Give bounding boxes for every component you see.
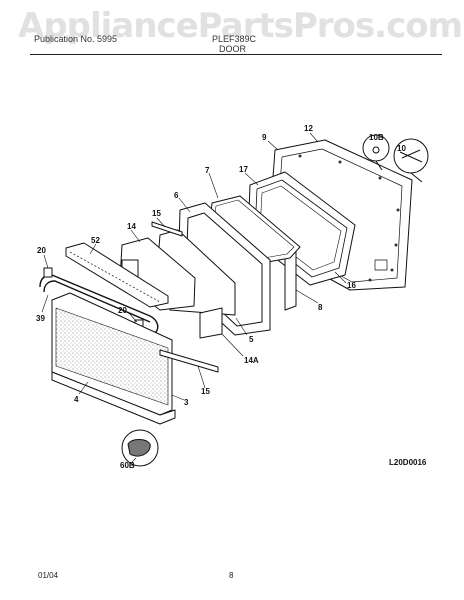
callout-20-bottom: 20 [118,306,127,315]
callout-14A: 14A [244,356,259,365]
callout-20-top: 20 [37,246,46,255]
strip-part-15 [159,349,219,373]
door-handle-part-39 [39,274,159,334]
strip-part-15-top [151,221,183,237]
nut-icon [372,146,380,154]
model-number: PLEF389C [212,34,257,44]
callout-3: 3 [184,398,189,407]
callout-9: 9 [262,133,267,142]
callout-10B: 10B [369,133,384,142]
callout-6: 6 [174,191,179,200]
insulation-part-8 [284,250,297,311]
callout-14: 14 [127,222,136,231]
header-rule [30,54,442,55]
diagram-code: L20D0016 [389,458,427,467]
callout-10: 10 [397,144,406,153]
callout-7: 7 [205,166,210,175]
callout-15-bottom: 15 [201,387,210,396]
callout-39: 39 [36,314,45,323]
callout-52: 52 [91,236,100,245]
callout-12: 12 [304,124,313,133]
callout-4: 4 [74,395,79,404]
publication-number: Publication No. 5995 [34,34,118,44]
callout-17: 17 [239,165,248,174]
door-trim-part-3 [51,371,176,425]
callout-16: 16 [347,281,356,290]
handle-bracket-part-20 [43,267,53,278]
callout-15-top: 15 [152,209,161,218]
vent-trim-part-52 [65,242,169,308]
screw-head-icon [127,439,151,457]
callout-5: 5 [249,335,254,344]
section-title: DOOR [219,44,246,54]
footer-date: 01/04 [38,571,59,580]
callout-60B: 60B [120,461,135,470]
footer-page: 8 [229,571,234,580]
callout-8: 8 [318,303,323,312]
screw-icon [399,149,423,163]
outer-door-panel-part-4 [51,292,173,416]
panel-part-14A [199,307,223,339]
